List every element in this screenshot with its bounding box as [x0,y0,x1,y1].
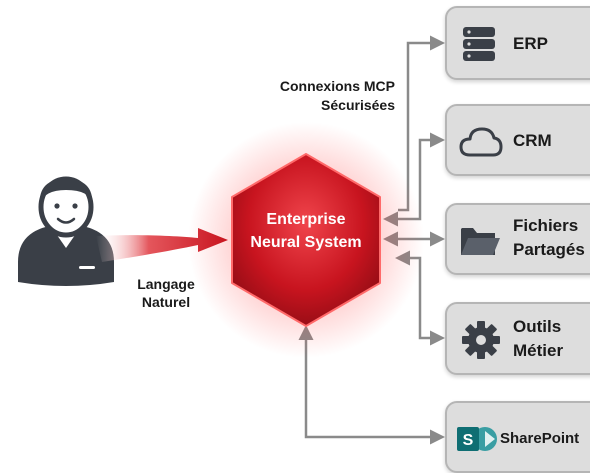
system-card-tools[interactable]: Outils Métier [445,302,590,375]
system-label-tools-line1: Outils [513,317,562,336]
connections-label-line2: Sécurisées [321,97,395,113]
sharepoint-icon: S [457,427,497,451]
folder-icon [461,228,500,255]
system-label-sharepoint: SharePoint [500,430,580,447]
connections-label-line1: Connexions MCP [280,78,395,94]
hub-title-line2: Neural System [250,234,361,251]
system-card-files[interactable]: Fichiers Partagés [445,203,590,275]
system-label-crm: CRM [513,131,552,150]
hub-title-line1: Enterprise [266,211,345,228]
system-card-crm[interactable]: CRM [445,104,590,176]
person-icon [18,176,114,286]
cloud-icon [459,127,503,157]
system-label-erp: ERP [513,34,548,53]
system-card-sharepoint[interactable]: S SharePoint [445,401,590,473]
system-label-files-line1: Fichiers [513,216,579,235]
gear-icon [462,321,500,359]
svg-text:S: S [463,432,474,449]
system-label-files-line2: Partagés [513,240,585,259]
input-label-line1: Langage [137,276,195,292]
connector-sharepoint [298,325,445,445]
hub-hexagon [231,153,381,327]
database-icon [463,27,495,61]
input-label-line2: Naturel [142,294,190,310]
system-label-tools-line2: Métier [513,341,564,360]
natural-language-arrow [96,228,228,262]
system-card-erp[interactable]: ERP [445,6,590,80]
